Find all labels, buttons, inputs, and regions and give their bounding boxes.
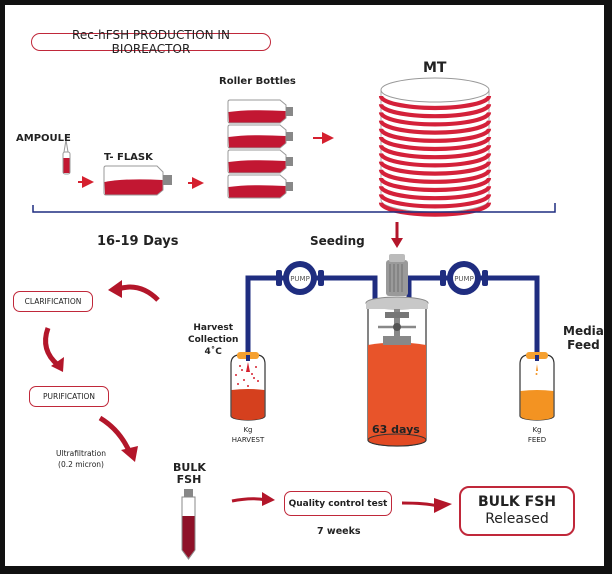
feed-unit: Kg bbox=[519, 425, 555, 435]
purification-box: PURIFICATION bbox=[29, 386, 109, 407]
label-seeding: Seeding bbox=[310, 234, 365, 248]
label-mt: MT bbox=[423, 60, 446, 76]
ampoule-icon bbox=[63, 140, 70, 174]
pump-right-label: PUMP bbox=[454, 275, 474, 283]
label-ampoule: AMPOULE bbox=[16, 133, 71, 144]
label-harvest-collection: Harvest Collection 4˚C bbox=[188, 322, 238, 358]
roller-bottle bbox=[228, 100, 293, 123]
arrow-to-purification bbox=[46, 328, 64, 372]
label-media-feed: Media Feed bbox=[563, 324, 604, 352]
label-feed-kg: Kg FEED bbox=[519, 425, 555, 445]
feed-title-line1: Media bbox=[563, 324, 604, 338]
t-flask-icon bbox=[104, 166, 172, 195]
label-t-flask: T- FLASK bbox=[104, 152, 153, 163]
harvest-title-line1: Harvest bbox=[188, 322, 238, 334]
feed-bottle-icon bbox=[520, 352, 554, 420]
harvest-temp: 4˚C bbox=[188, 346, 238, 358]
feed-label: FEED bbox=[519, 435, 555, 445]
harvest-title-line2: Collection bbox=[188, 334, 238, 346]
label-harvest-kg: Kg HARVEST bbox=[230, 425, 266, 445]
ultrafiltration-line2: (0.2 micron) bbox=[56, 459, 106, 470]
roller-bottle bbox=[228, 150, 293, 173]
clarification-box: CLARIFICATION bbox=[13, 291, 93, 312]
clarification-label: CLARIFICATION bbox=[25, 297, 82, 306]
label-roller-bottles: Roller Bottles bbox=[219, 76, 296, 87]
roller-bottles-icon bbox=[228, 100, 293, 198]
label-bioreactor-days: 63 days bbox=[372, 423, 420, 436]
harvest-unit: Kg bbox=[230, 425, 266, 435]
roller-bottle bbox=[228, 125, 293, 148]
label-qc-weeks: 7 weeks bbox=[317, 526, 361, 537]
roller-bottle bbox=[228, 175, 293, 198]
arrow-to-clarification bbox=[108, 280, 158, 300]
arrow-to-release bbox=[402, 498, 452, 513]
label-bulk-fsh: BULK FSH bbox=[173, 462, 205, 486]
harvest-bottle-icon bbox=[231, 352, 265, 420]
arrow-to-qc bbox=[232, 492, 275, 506]
label-ultrafiltration: Ultrafiltration (0.2 micron) bbox=[56, 448, 106, 470]
mt-stack-icon bbox=[381, 78, 489, 215]
release-line1: BULK FSH bbox=[478, 494, 556, 511]
label-expansion-days: 16-19 Days bbox=[97, 234, 178, 249]
bulk-line2: FSH bbox=[173, 474, 205, 486]
harvest-label: HARVEST bbox=[230, 435, 266, 445]
ultrafiltration-line1: Ultrafiltration bbox=[56, 448, 106, 459]
release-line2: Released bbox=[485, 511, 549, 528]
purification-label: PURIFICATION bbox=[43, 392, 95, 401]
bulk-fsh-tube-icon bbox=[182, 489, 195, 559]
qc-test-box: Quality control test bbox=[284, 491, 392, 516]
pump-left-label: PUMP bbox=[290, 275, 310, 283]
feed-title-line2: Feed bbox=[563, 338, 604, 352]
release-box: BULK FSH Released bbox=[459, 486, 575, 536]
qc-test-label: Quality control test bbox=[289, 499, 388, 509]
